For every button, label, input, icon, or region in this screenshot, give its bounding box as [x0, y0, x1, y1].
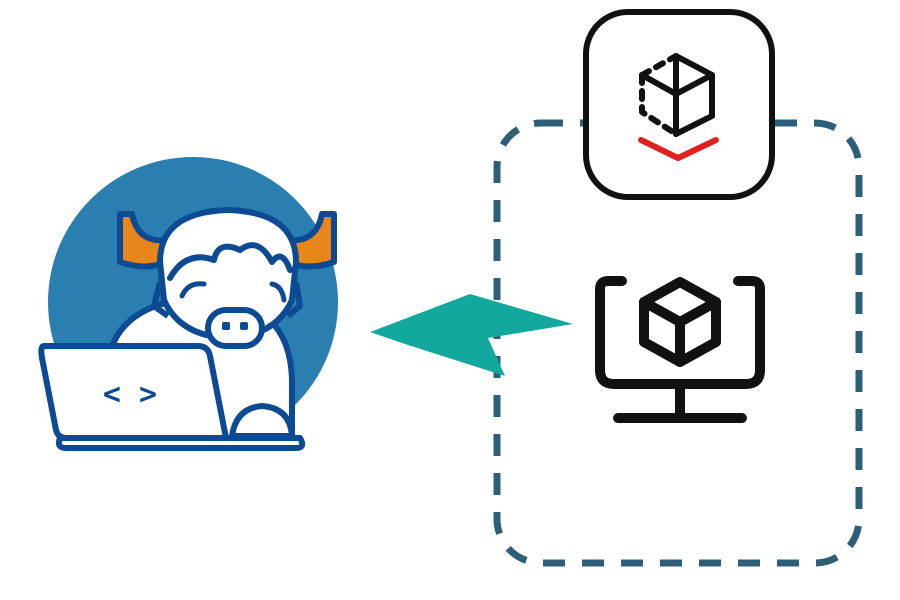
laptop-code-glyph: < > [103, 377, 157, 412]
laptop-base [55, 435, 306, 451]
cube-deploy-icon [583, 9, 775, 200]
developer-yak-laptop-icon: < > [38, 157, 338, 451]
lightning-connector-icon [370, 294, 573, 376]
mascot-snout [205, 307, 265, 349]
deploy-accent-underline [638, 137, 719, 161]
monitor-cube-icon [595, 276, 765, 423]
